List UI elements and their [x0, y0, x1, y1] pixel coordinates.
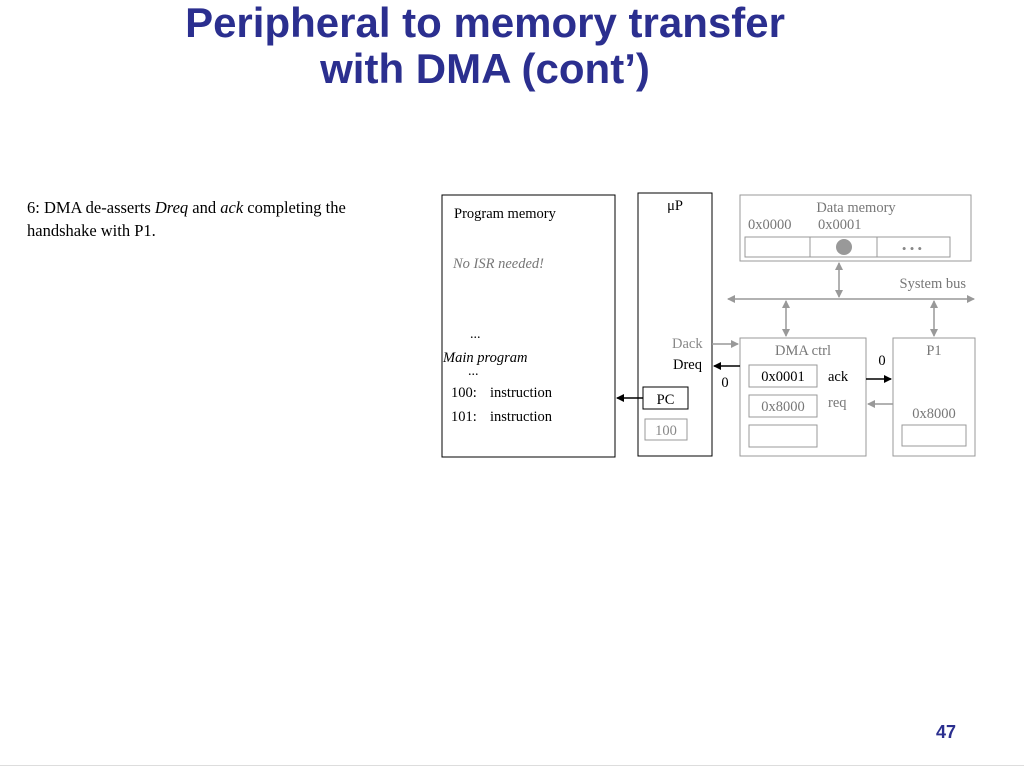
title-line-1: Peripheral to memory transfer	[185, 0, 785, 46]
dma-reg-3	[748, 424, 818, 448]
program-memory-label: Program memory	[454, 206, 557, 222]
ack-value: 0	[878, 353, 885, 369]
ellipsis-top: ...	[470, 327, 481, 342]
data-memory-addr-1: 0x0001	[818, 217, 862, 233]
pc-value-box	[644, 418, 688, 441]
isr-note: No ISR needed!	[452, 256, 544, 272]
title-line-2: with DMA (cont’)	[320, 45, 650, 92]
p1-register	[901, 424, 967, 447]
pc-label: PC	[657, 392, 675, 408]
instruction-100-addr: 100:	[451, 385, 477, 401]
instruction-101-addr: 101:	[451, 409, 477, 425]
data-memory-label: Data memory	[816, 200, 896, 216]
main-program-label: Main program	[442, 350, 527, 366]
dma-reg-2-value: 0x8000	[761, 399, 805, 415]
pc-value: 100	[655, 423, 677, 439]
system-bus-label: System bus	[900, 276, 967, 292]
dma-ack-label: ack	[828, 369, 849, 385]
desc-suffix: completing the handshake with P1.	[27, 198, 346, 240]
desc-prefix: 6: DMA de-asserts	[27, 198, 155, 217]
instruction-100-text: instruction	[490, 385, 553, 401]
desc-ack: ack	[220, 198, 244, 217]
dreq-value: 0	[721, 375, 728, 391]
step-description: 6: DMA de-asserts Dreq and ack completin…	[27, 196, 407, 242]
program-memory-box	[441, 194, 616, 458]
dma-ctrl-label: DMA ctrl	[775, 343, 831, 359]
footer-divider	[0, 765, 1024, 766]
desc-and: and	[188, 198, 221, 217]
ellipsis-bottom: ...	[468, 364, 479, 379]
dack-label: Dack	[672, 336, 703, 352]
processor-box	[637, 192, 713, 457]
dma-reg-1	[748, 364, 818, 388]
desc-dreq: Dreq	[154, 198, 189, 217]
dma-req-label: req	[828, 395, 847, 411]
p1-label: P1	[926, 343, 941, 359]
dma-reg-1-value: 0x0001	[761, 369, 805, 385]
instruction-101-text: instruction	[490, 409, 553, 425]
data-memory-dots: • • •	[902, 241, 922, 256]
page-number: 47	[935, 722, 956, 742]
processor-label: μP	[667, 198, 683, 214]
data-cell-filled-icon	[836, 239, 852, 255]
dreq-label: Dreq	[673, 357, 702, 373]
slide-title: Peripheral to memory transfer with DMA (…	[0, 0, 970, 92]
p1-value: 0x8000	[912, 406, 956, 422]
data-memory-addr-0: 0x0000	[748, 217, 792, 233]
dma-reg-2	[748, 394, 818, 418]
